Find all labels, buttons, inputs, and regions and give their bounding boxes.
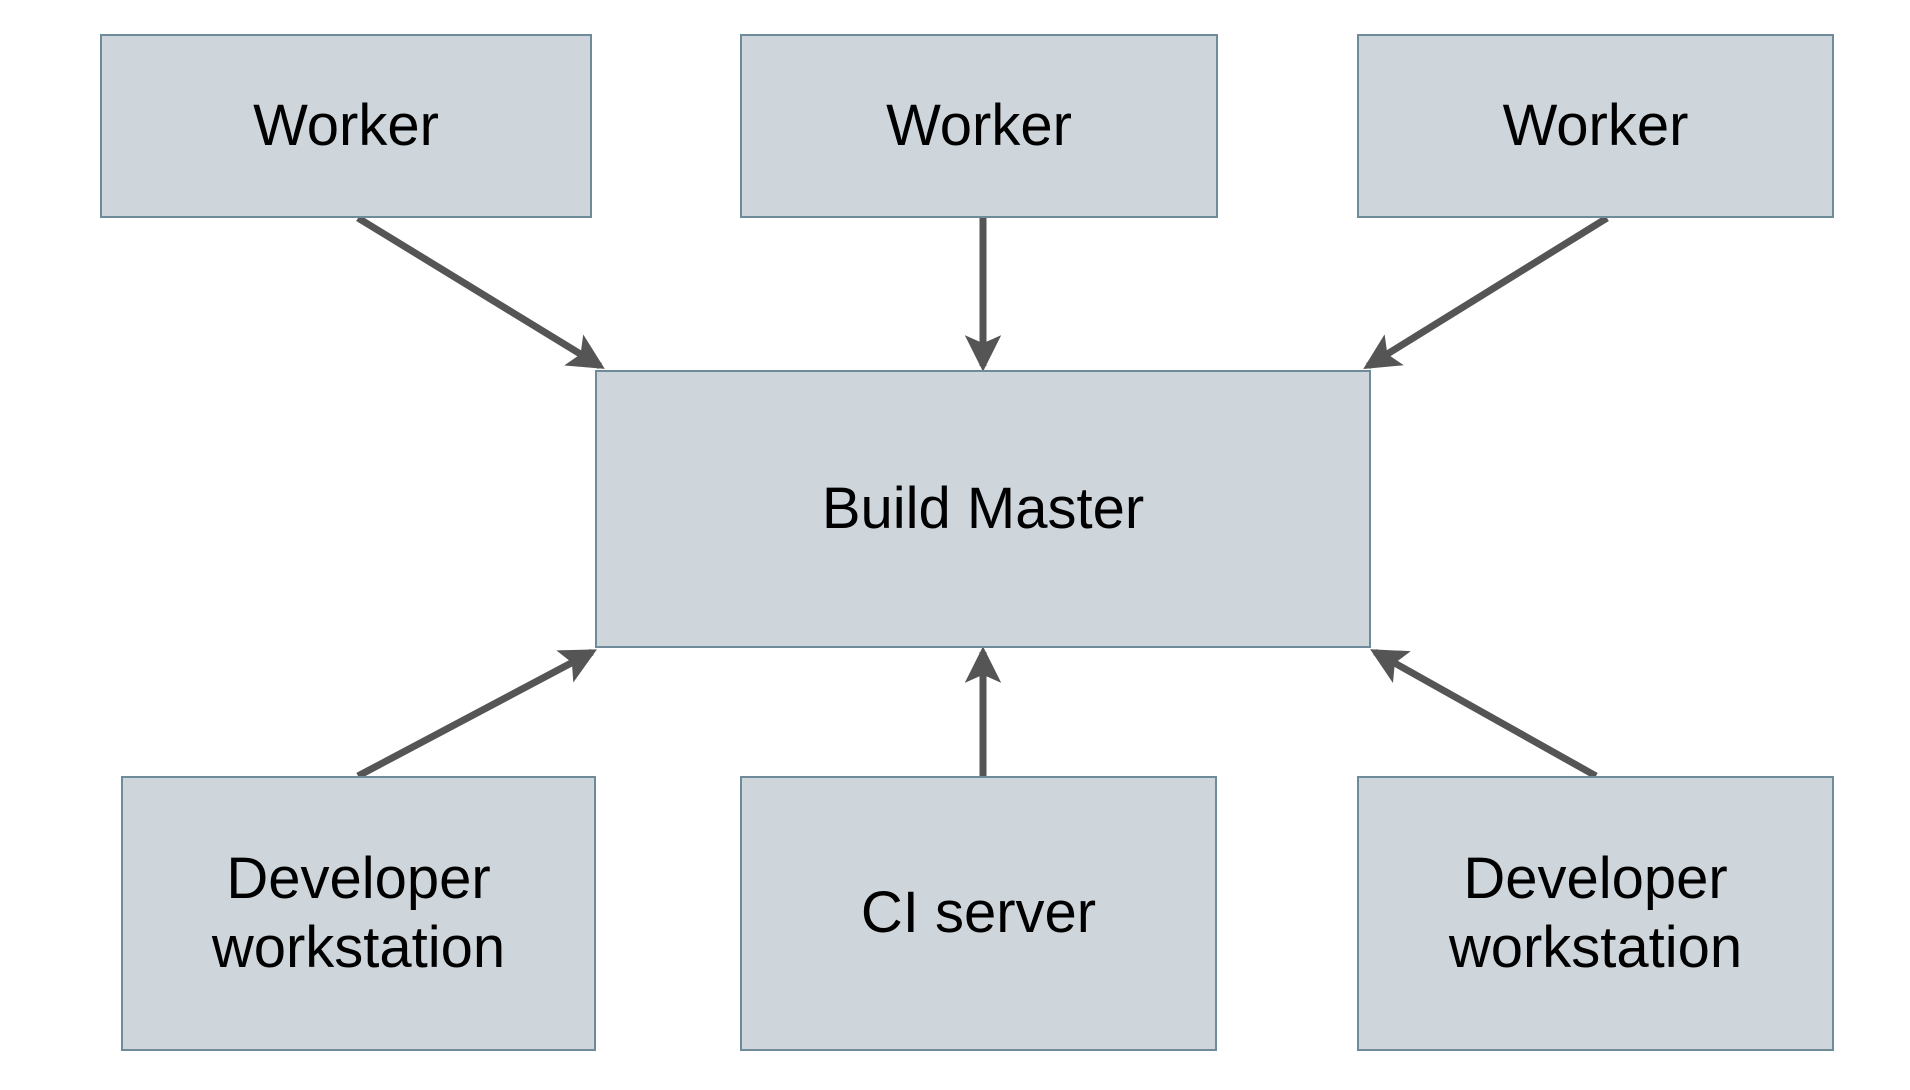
node-worker-2-label: Worker — [886, 92, 1072, 158]
edge-worker-1-to-build-master — [356, 215, 605, 369]
node-ci-server-label: CI server — [860, 880, 1097, 946]
node-developer-workstation-left[interactable]: Developer workstation — [121, 776, 596, 1051]
node-worker-1-label: Worker — [253, 92, 439, 158]
node-worker-3[interactable]: Worker — [1357, 34, 1834, 218]
node-ci-server[interactable]: CI server — [740, 776, 1217, 1051]
edge-developer-workstation-right-to-build-master — [1370, 648, 1598, 780]
node-build-master-label: Build Master — [821, 475, 1145, 541]
node-worker-2[interactable]: Worker — [740, 34, 1218, 218]
edge-worker-3-to-build-master — [1363, 215, 1609, 369]
edge-developer-workstation-left-to-build-master — [356, 648, 597, 780]
node-worker-3-label: Worker — [1502, 92, 1689, 158]
node-build-master[interactable]: Build Master — [595, 370, 1371, 648]
node-developer-workstation-right[interactable]: Developer workstation — [1357, 776, 1834, 1051]
node-developer-workstation-right-label: Developer workstation — [1448, 846, 1743, 980]
node-worker-1[interactable]: Worker — [100, 34, 592, 218]
node-developer-workstation-left-label: Developer workstation — [211, 846, 506, 980]
